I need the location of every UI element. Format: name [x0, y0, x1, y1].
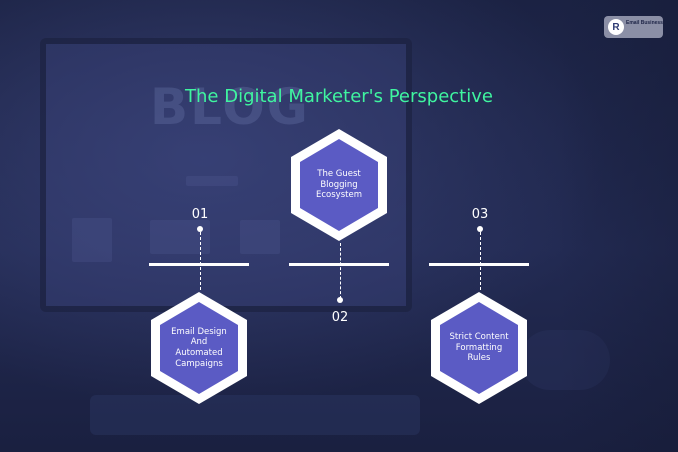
timeline-segment: [429, 263, 529, 266]
logo-mark-icon: R: [608, 19, 624, 35]
step-label: Email Design And Automated Campaigns: [171, 326, 227, 369]
background-blog-word: BLOG: [150, 78, 310, 136]
timeline-segment: [289, 263, 389, 266]
step-number: 03: [471, 207, 489, 222]
step-label: Strict Content Formatting Rules: [449, 332, 509, 364]
page-title: The Digital Marketer's Perspective: [185, 86, 493, 107]
connector-dot: [337, 297, 343, 303]
step-hexagon: Strict Content Formatting Rules: [429, 290, 529, 406]
step-hexagon: The Guest Blogging Ecosystem: [289, 127, 389, 243]
timeline-segment: [149, 263, 249, 266]
connector-line: [480, 232, 481, 290]
step-hexagon: Email Design And Automated Campaigns: [149, 290, 249, 406]
connector-dot: [197, 226, 203, 232]
connector-dot: [477, 226, 483, 232]
connector-line: [200, 232, 201, 290]
brand-logo: R Email Business: [604, 16, 663, 38]
step-label: The Guest Blogging Ecosystem: [316, 169, 362, 201]
step-number: 02: [331, 310, 349, 325]
connector-line: [340, 243, 341, 299]
step-number: 01: [191, 207, 209, 222]
logo-text: Email Business: [626, 20, 663, 26]
